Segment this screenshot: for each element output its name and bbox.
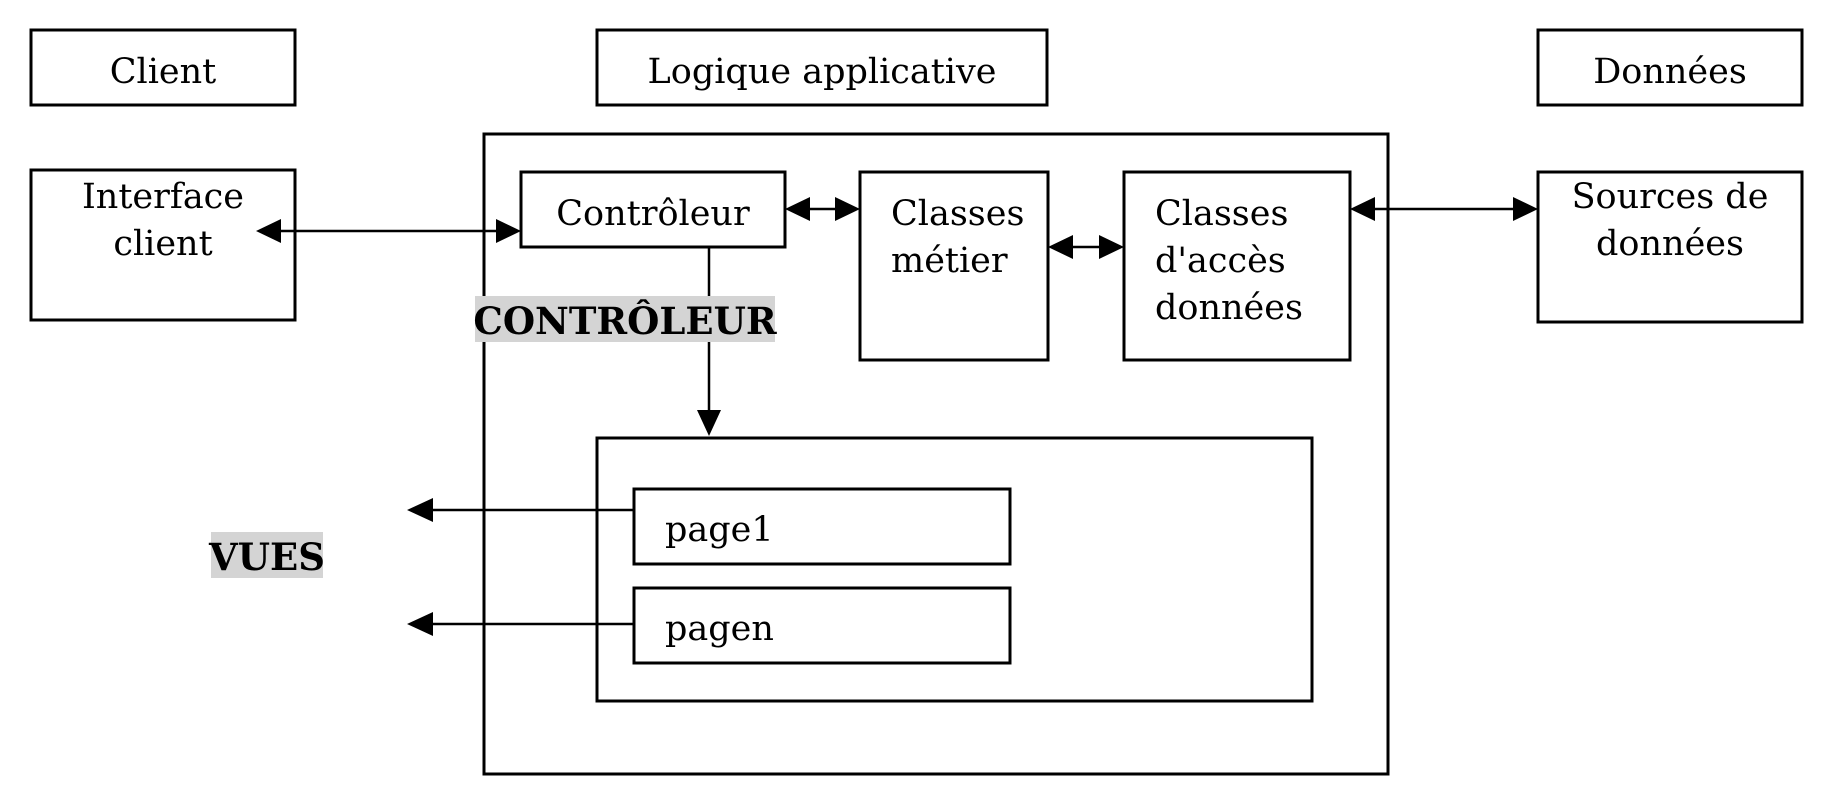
header-data: Données (1536, 28, 1804, 107)
page1-label: page1 (665, 510, 774, 550)
header-logic: Logique applicative (595, 28, 1049, 107)
classes-acces-line1: Classes (1155, 194, 1288, 234)
classes-metier-line2: métier (891, 241, 1008, 281)
arrow-controleur-vues (697, 247, 721, 436)
classes-acces-line3: données (1155, 288, 1303, 328)
pagen-label: pagen (665, 609, 774, 649)
interface-client-line2: client (113, 224, 212, 264)
vues-tag-highlight (211, 532, 323, 578)
controleur-tag: CONTRÔLEUR (473, 296, 777, 343)
header-client: Client (29, 28, 297, 107)
interface-client-line1: Interface (82, 177, 244, 217)
arrow-page1-client (407, 498, 634, 522)
sources-donnees-box: Sources de données (1536, 170, 1804, 324)
classes-acces-box: Classes d'accès données (1122, 170, 1352, 362)
arrow-pagen-client (407, 612, 634, 636)
arrow-acces-sources (1350, 197, 1538, 221)
interface-client-box: Interface client (29, 168, 297, 322)
vues-tag-label: VUES (208, 535, 325, 579)
vues-tag: VUES (208, 532, 325, 579)
controleur-tag-label: CONTRÔLEUR (473, 299, 776, 343)
arrow-controleur-metier (785, 197, 860, 221)
pagen-box: pagen (632, 586, 1012, 665)
sources-line1: Sources de (1572, 177, 1769, 217)
header-logic-label: Logique applicative (648, 52, 997, 92)
classes-acces-line2: d'accès (1155, 241, 1286, 281)
sources-line2: données (1596, 224, 1744, 264)
arrow-metier-acces (1048, 235, 1124, 259)
controleur-label: Contrôleur (556, 194, 750, 234)
header-client-label: Client (110, 52, 217, 92)
classes-metier-line1: Classes (891, 194, 1024, 234)
controleur-tag-highlight (475, 296, 775, 342)
arrow-interface-controleur (256, 219, 521, 243)
classes-metier-box: Classes métier (858, 170, 1050, 362)
header-data-label: Données (1593, 52, 1747, 92)
page1-box: page1 (632, 487, 1012, 566)
controleur-box: Contrôleur (519, 170, 787, 249)
